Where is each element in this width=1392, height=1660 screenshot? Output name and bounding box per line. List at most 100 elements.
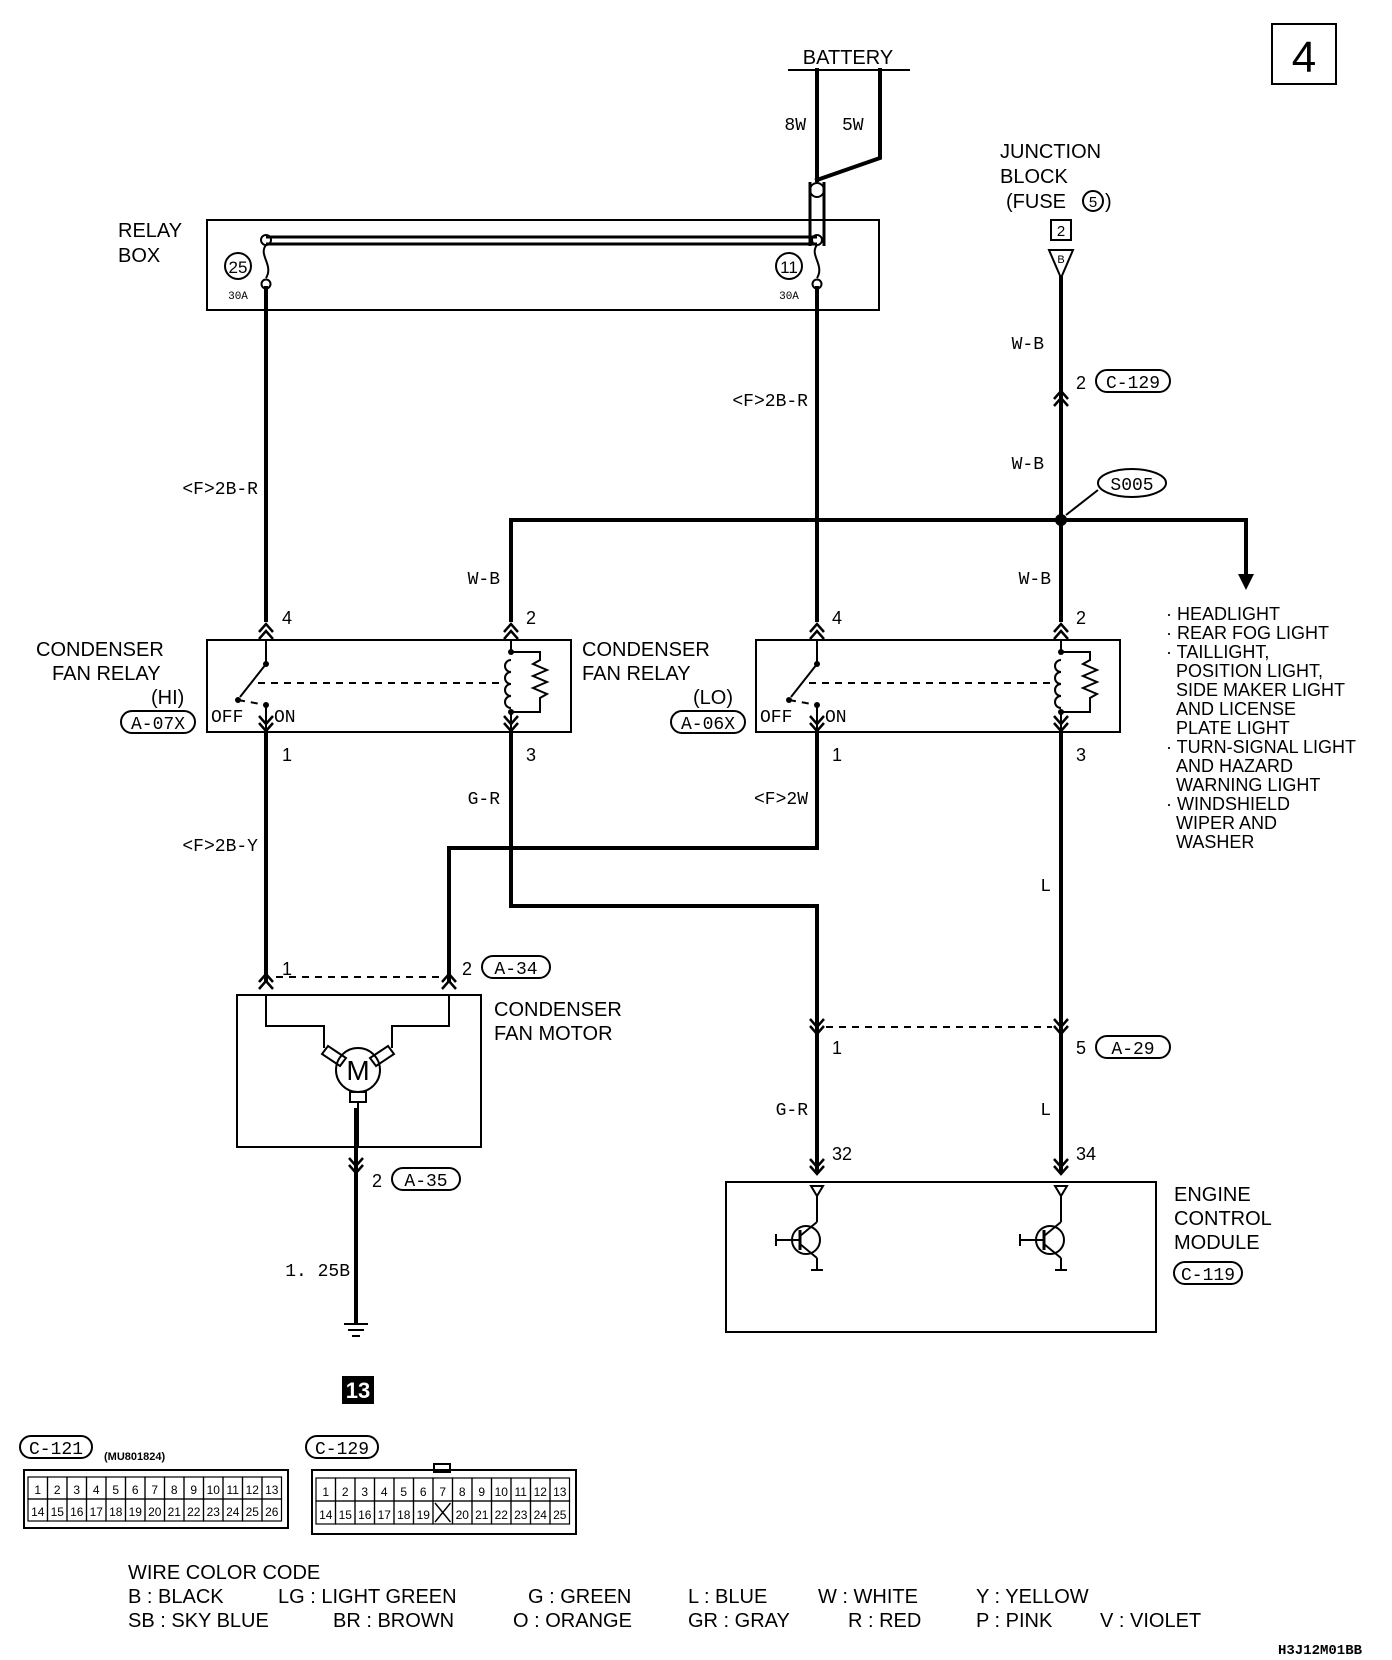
- a34-pin-1: 1: [282, 959, 292, 979]
- relay-hi-label-2: FAN RELAY: [52, 663, 161, 685]
- wire-label-ground: 1. 25B: [285, 1262, 350, 1282]
- motor-symbol: M: [346, 1055, 369, 1086]
- c129-pin-1-5: 5: [400, 1485, 407, 1499]
- battery-wires: [808, 68, 882, 246]
- junction-block-label-2: BLOCK: [1000, 166, 1068, 188]
- wire-label-wb-4: W-B: [1019, 570, 1052, 590]
- fuse-25-number: 25: [229, 258, 248, 277]
- c129-blank-pin-mark: [434, 1502, 452, 1523]
- c129-pin-1-1: 1: [322, 1485, 329, 1499]
- condenser-fan-relay-hi: CONDENSER FAN RELAY (HI) A-07X 4 2 1 3 O…: [36, 608, 572, 765]
- color-code-r1-1: LG : LIGHT GREEN: [278, 1586, 457, 1608]
- a29-connector-label: A-29: [1111, 1040, 1154, 1060]
- c121-pin-1-11: 11: [227, 1483, 240, 1497]
- c121-pin-1-8: 8: [171, 1483, 178, 1497]
- color-code-r1-4: W : WHITE: [818, 1586, 918, 1608]
- ecm-label-3: MODULE: [1174, 1232, 1260, 1254]
- junction-terminal-letter: B: [1057, 254, 1064, 266]
- c129-pin-1-9: 9: [478, 1485, 485, 1499]
- a29-connector: 1 5 A-29: [826, 1026, 1171, 1060]
- c121-pin-2-11: 24: [226, 1505, 240, 1519]
- c129-pin-2-2: 15: [339, 1508, 353, 1522]
- load-item-6: AND LICENSE: [1176, 699, 1296, 719]
- wire-8w: 8W: [784, 116, 806, 136]
- a29-pin-1: 1: [832, 1038, 842, 1058]
- color-code-r1-0: B : BLACK: [128, 1586, 224, 1608]
- load-item-11: · WINDSHIELD: [1166, 794, 1290, 814]
- c119-connector-label: C-119: [1181, 1266, 1235, 1286]
- color-code-r2-4: R : RED: [848, 1610, 921, 1632]
- relay-hi-label-1: CONDENSER: [36, 639, 164, 661]
- wire-color-code: WIRE COLOR CODE B : BLACK LG : LIGHT GRE…: [128, 1562, 1201, 1632]
- wire-label-f2br-left: <F>2B-R: [182, 480, 258, 500]
- c129-pin-2-9: 21: [475, 1508, 489, 1522]
- c129-pin-1-4: 4: [381, 1485, 388, 1499]
- relay-hi-pin-4: 4: [282, 608, 292, 628]
- c129-pin-2-12: 24: [534, 1508, 548, 1522]
- color-code-r1-5: Y : YELLOW: [976, 1586, 1089, 1608]
- relay-lo-on: ON: [825, 708, 847, 728]
- c129-pin-1-8: 8: [459, 1485, 466, 1499]
- fuse-11-number: 11: [780, 258, 798, 277]
- relay-lo-label-3: (LO): [693, 687, 733, 709]
- relay-box-label-2: BOX: [118, 245, 160, 267]
- c129-cell-2-13: [549, 1500, 571, 1525]
- wire-label-wb-3: W-B: [468, 570, 501, 590]
- a29-pin-5: 5: [1076, 1038, 1086, 1058]
- color-code-r2-3: GR : GRAY: [688, 1610, 790, 1632]
- c121-pin-1-12: 12: [246, 1483, 260, 1497]
- ecm-label-2: CONTROL: [1174, 1208, 1272, 1230]
- a35-pin: 2: [372, 1171, 382, 1191]
- relay-lo-off: OFF: [760, 708, 792, 728]
- wires: [264, 276, 1254, 1324]
- c129-view-label: C-129: [315, 1440, 369, 1460]
- c121-pin-2-3: 16: [70, 1505, 84, 1519]
- load-item-9: AND HAZARD: [1176, 756, 1293, 776]
- battery: BATTERY 8W 5W: [784, 47, 910, 136]
- c129-pin-2-11: 23: [514, 1508, 528, 1522]
- ground: 13: [342, 1323, 374, 1404]
- c121-pin-2-2: 15: [51, 1505, 65, 1519]
- c121-pin-2-13: 26: [265, 1505, 279, 1519]
- color-code-r2-6: V : VIOLET: [1100, 1610, 1201, 1632]
- ecm-label-1: ENGINE: [1174, 1184, 1251, 1206]
- relay-lo-connector: A-06X: [681, 715, 735, 735]
- connector-marks: [257, 389, 1070, 1176]
- c129-pin-1-10: 10: [495, 1485, 509, 1499]
- c129-pin-1-11: 11: [515, 1485, 528, 1499]
- c121-label: C-121: [29, 1440, 83, 1460]
- condenser-fan-motor: 1 2 A-34 CONDENSER FAN MOTOR M 2 A-35: [236, 955, 622, 1192]
- relay-lo-pin-4: 4: [832, 608, 842, 628]
- junction-block-label-3-end: ): [1105, 191, 1112, 213]
- c129-pin-2-1: 14: [319, 1508, 333, 1522]
- color-code-r2-2: O : ORANGE: [513, 1610, 632, 1632]
- relay-hi-pin-2: 2: [526, 608, 536, 628]
- c121-pin-1-6: 6: [132, 1483, 139, 1497]
- wire-label-f2w: <F>2W: [754, 790, 808, 810]
- wire-label-wb-2: W-B: [1012, 455, 1045, 475]
- battery-label: BATTERY: [803, 47, 893, 69]
- load-item-5: SIDE MAKER LIGHT: [1176, 680, 1345, 700]
- c129-pin-2-8: 20: [456, 1508, 470, 1522]
- c121-pin-2-9: 22: [187, 1505, 201, 1519]
- wire-label-gr-1: G-R: [468, 790, 501, 810]
- c129-pin-2-10: 22: [495, 1508, 509, 1522]
- fuse-25-rating: 30A: [228, 291, 248, 303]
- junction-block-label-3: (FUSE: [1006, 191, 1066, 213]
- splice-s005: S005: [1110, 476, 1153, 496]
- c121-pin-1-4: 4: [93, 1483, 100, 1497]
- c129-connector-label: C-129: [1106, 374, 1160, 394]
- load-item-10: WARNING LIGHT: [1176, 775, 1320, 795]
- c121-pin-2-4: 17: [90, 1505, 104, 1519]
- load-item-7: PLATE LIGHT: [1176, 718, 1290, 738]
- load-item-8: · TURN-SIGNAL LIGHT: [1166, 737, 1356, 757]
- fan-motor-label-2: FAN MOTOR: [494, 1023, 613, 1045]
- junction-terminal: 2: [1057, 223, 1065, 240]
- relay-box-label-1: RELAY: [118, 220, 182, 242]
- c129-pin-2-13: 25: [553, 1508, 567, 1522]
- load-item-13: WASHER: [1176, 832, 1254, 852]
